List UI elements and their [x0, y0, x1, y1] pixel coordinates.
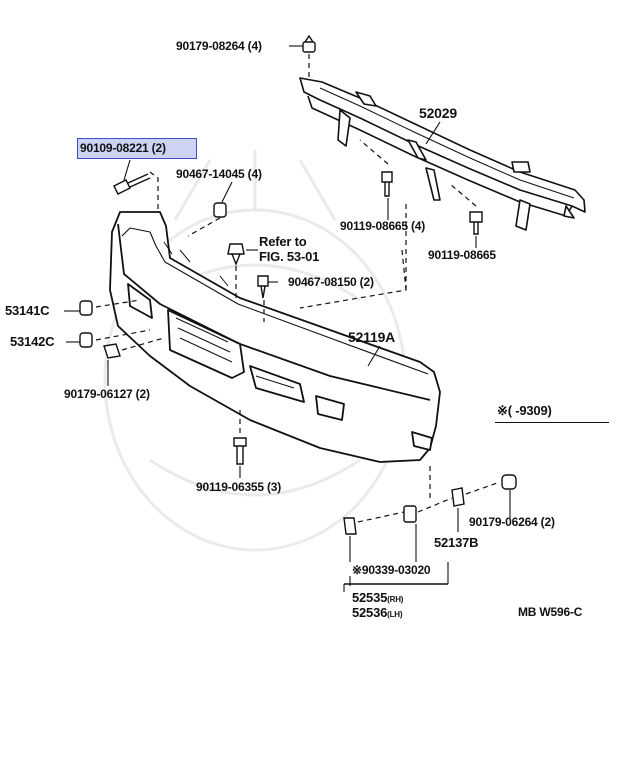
dashed-lines — [95, 54, 501, 523]
label-53142c[interactable]: 53142C — [10, 334, 55, 349]
label-nut-06264[interactable]: 90179-06264 (2) — [469, 515, 555, 529]
bumper-cover — [109, 211, 441, 463]
part-53142c-icon — [79, 332, 93, 348]
nut-top-icon — [302, 41, 316, 53]
label-bumper-cover[interactable]: 52119A — [348, 329, 396, 345]
label-clip-08150[interactable]: 90467-08150 (2) — [288, 275, 374, 289]
note-underline — [495, 403, 609, 423]
bolt-08665-4-icon — [381, 171, 393, 197]
label-52535[interactable]: 52535(RH) — [352, 590, 404, 605]
fasteners — [79, 34, 517, 535]
label-52536[interactable]: 52536(LH) — [352, 605, 403, 620]
part-52535-icon — [343, 517, 357, 535]
label-52137b[interactable]: 52137B — [434, 535, 479, 550]
label-note: ※( -9309) — [497, 403, 552, 418]
nut-06127-icon — [103, 343, 121, 359]
label-nut-14045[interactable]: 90467-14045 (4) — [176, 167, 262, 181]
label-bolt-highlighted[interactable]: 90109-08221 (2) — [80, 141, 166, 155]
label-53141c[interactable]: 53141C — [5, 303, 50, 318]
label-reinforcement[interactable]: 52029 — [419, 105, 457, 121]
label-bolt-08665-4[interactable]: 90119-08665 (4) — [340, 219, 426, 233]
bolt-06355-icon — [233, 437, 247, 465]
label-clip-03020[interactable]: ※90339-03020 — [352, 563, 431, 577]
label-refer-to: Refer to — [259, 234, 307, 249]
label-52536-side: (LH) — [387, 610, 403, 619]
nut-06264-icon — [501, 474, 517, 490]
label-bolt-08665[interactable]: 90119-08665 — [428, 248, 496, 262]
refer-clip-icon — [227, 243, 245, 266]
bolt-08221-icon — [113, 179, 131, 195]
highlight-box — [77, 138, 197, 159]
bumper-reinforcement — [299, 77, 586, 231]
part-53141c-icon — [79, 300, 93, 316]
leader-lines — [64, 45, 511, 592]
label-nut-top[interactable]: 90179-08264 (4) — [176, 39, 262, 53]
label-nut-06127[interactable]: 90179-06127 (2) — [64, 387, 150, 401]
clip-03020-icon — [403, 505, 417, 523]
nut-14045-icon — [213, 202, 227, 218]
bolt-08665-icon — [469, 211, 483, 235]
label-52535-side: (RH) — [387, 595, 404, 604]
clip-08150-icon — [257, 275, 269, 299]
label-bolt-06355[interactable]: 90119-06355 (3) — [196, 480, 282, 494]
part-52137b-icon — [451, 487, 465, 507]
figure-code: MB W596-C — [518, 605, 583, 619]
label-refer-fig[interactable]: FIG. 53-01 — [259, 249, 320, 264]
